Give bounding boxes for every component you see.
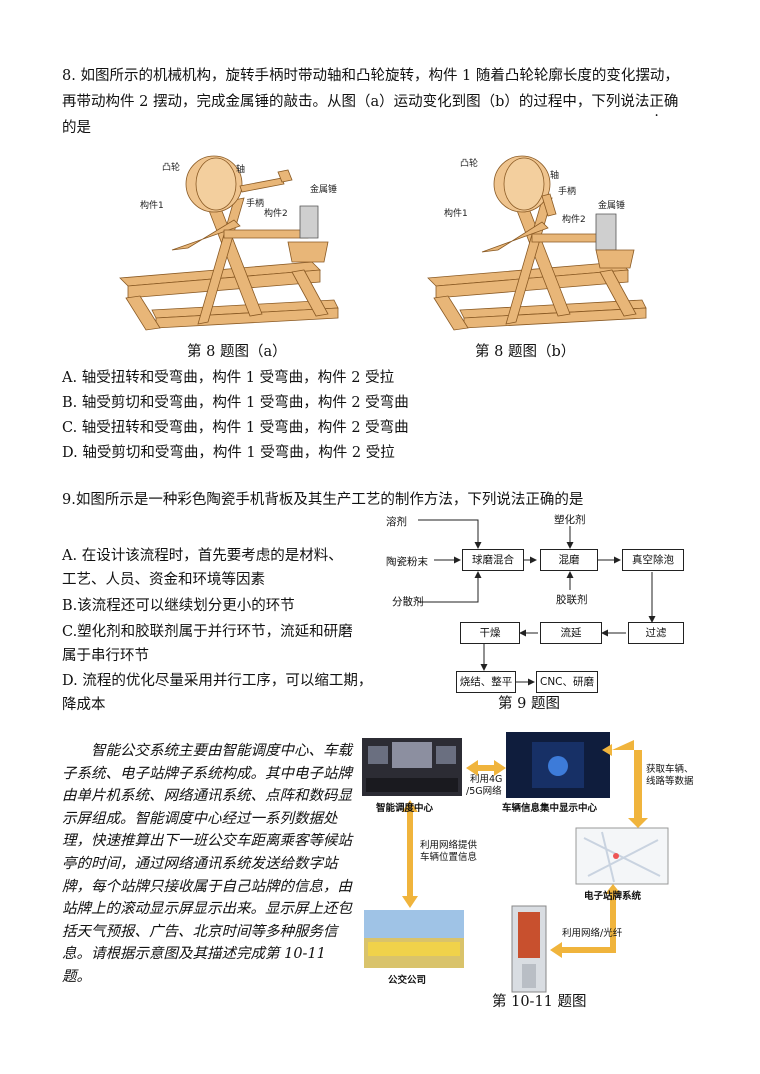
label-station-system: 电子站牌系统 bbox=[584, 891, 642, 902]
q8-option-c: C. 轴受扭转和受弯曲，构件 1 受弯曲，构件 2 受弯曲 bbox=[62, 420, 409, 436]
emphasis-word: 正确 bbox=[649, 94, 678, 110]
q9-option-c: C.塑化剂和胶联剂属于并行环节，流延和研磨 bbox=[62, 624, 353, 640]
flow-ceramic-powder: 陶瓷粉末 bbox=[386, 556, 428, 568]
label-fiber: 利用网络/光纤 bbox=[562, 928, 623, 939]
q10-passage: 智能公交系统主要由智能调度中心、车载子系统、电子站牌子系统构成。其中电子站牌由单… bbox=[62, 743, 352, 985]
diagram-graphics bbox=[362, 732, 669, 993]
flow-binder: 胶联剂 bbox=[556, 594, 588, 606]
flow-casting: 流延 bbox=[540, 622, 602, 644]
label-fetch-1: 获取车辆、 bbox=[646, 764, 694, 775]
q9-option-d-cont: 降成本 bbox=[62, 697, 106, 713]
label-cam: 凸轮 bbox=[162, 163, 181, 173]
flow-plasticizer: 塑化剂 bbox=[554, 514, 586, 526]
label-dispatch-center: 智能调度中心 bbox=[376, 803, 434, 814]
label-shaft: 轴 bbox=[550, 171, 560, 181]
label-hammer: 金属锤 bbox=[598, 201, 626, 211]
label-part1: 构件1 bbox=[140, 201, 164, 211]
q9-option-c-cont: 属于串行环节 bbox=[62, 648, 149, 664]
flow-dispersant: 分散剂 bbox=[392, 596, 424, 608]
q9-option-d: D. 流程的优化尽量采用并行工序，可以缩工期， bbox=[62, 673, 373, 689]
flow-sinter: 烧结、整平 bbox=[456, 671, 516, 693]
q9-option-b: B.该流程还可以继续划分更小的环节 bbox=[62, 598, 295, 614]
label-fetch-2: 线路等数据 bbox=[646, 776, 694, 787]
q9-option-a-cont: 工艺、人员、资金和环境等因素 bbox=[62, 572, 265, 588]
label-display-center: 车辆信息集中显示中心 bbox=[502, 803, 598, 814]
label-4g-1: 利用4G bbox=[470, 774, 503, 785]
flow-solvent: 溶剂 bbox=[386, 516, 407, 528]
q8-stem-line1: 8. 如图所示的机械机构，旋转手柄时带动轴和凸轮旋转，构件 1 随着凸轮轮廓长度… bbox=[62, 68, 679, 84]
flowchart-arrows bbox=[418, 519, 656, 686]
flow-ball-mill: 球磨混合 bbox=[462, 549, 524, 571]
label-4g-2: /5G网络 bbox=[466, 786, 502, 797]
q8-stem-line2: 再带动构件 2 摆动，完成金属锤的敲击。从图（a）运动变化到图（b）的过程中，下… bbox=[62, 92, 678, 112]
mechanism-illustration-b bbox=[427, 155, 647, 331]
smart-bus-diagram: 智能调度中心 车辆信息集中显示中心 利用4G /5G网络 获取车辆、 线路等数据… bbox=[362, 728, 694, 996]
q8-option-a: A. 轴受扭转和受弯曲，构件 1 受弯曲，构件 2 受拉 bbox=[62, 370, 395, 386]
label-handle: 手柄 bbox=[246, 199, 265, 209]
caption-9: 第 9 题图 bbox=[498, 696, 560, 712]
label-cam: 凸轮 bbox=[460, 159, 479, 169]
label-bus-company: 公交公司 bbox=[388, 975, 427, 986]
label-part2: 构件2 bbox=[562, 215, 586, 225]
caption-10-11: 第 10-11 题图 bbox=[492, 994, 587, 1010]
q8-stem-line2-text: 再带动构件 2 摆动，完成金属锤的敲击。从图（a）运动变化到图（b）的过程中，下… bbox=[62, 94, 650, 110]
mechanism-illustration-a bbox=[119, 155, 339, 331]
mechanism-figure-a: 凸轮 轴 构件1 手柄 构件2 金属锤 bbox=[112, 150, 342, 335]
label-shaft: 轴 bbox=[236, 165, 246, 175]
process-flowchart: 溶剂 塑化剂 陶瓷粉末 球磨混合 混磨 真空除泡 分散剂 胶联剂 干燥 流延 过… bbox=[386, 512, 696, 693]
q8-option-d: D. 轴受剪切和受弯曲，构件 1 受弯曲，构件 2 受拉 bbox=[62, 445, 395, 461]
flow-dry: 干燥 bbox=[460, 622, 520, 644]
flow-refine: 混磨 bbox=[540, 549, 598, 571]
flow-cnc: CNC、研磨 bbox=[536, 671, 598, 693]
label-net-loc-2: 车辆位置信息 bbox=[420, 852, 478, 863]
flow-filter: 过滤 bbox=[628, 622, 684, 644]
q9-option-a: A. 在设计该流程时，首先要考虑的是材料、 bbox=[62, 548, 343, 564]
q8-stem-line3: 的是 bbox=[62, 120, 91, 136]
caption-8b: 第 8 题图（b） bbox=[475, 344, 576, 360]
label-part1: 构件1 bbox=[444, 209, 468, 219]
q8-option-b: B. 轴受剪切和受弯曲，构件 1 受弯曲，构件 2 受弯曲 bbox=[62, 395, 409, 411]
label-net-loc-1: 利用网络提供 bbox=[420, 840, 478, 851]
label-part2: 构件2 bbox=[264, 209, 288, 219]
caption-8a: 第 8 题图（a） bbox=[187, 344, 287, 360]
mechanism-figure-b: 凸轮 轴 手柄 构件1 构件2 金属锤 bbox=[420, 150, 650, 335]
q9-stem: 9.如图所示是一种彩色陶瓷手机背板及其生产工艺的制作方法，下列说法正确的是 bbox=[62, 492, 584, 508]
label-hammer: 金属锤 bbox=[310, 185, 338, 195]
flow-vacuum: 真空除泡 bbox=[622, 549, 684, 571]
label-handle: 手柄 bbox=[558, 187, 577, 197]
